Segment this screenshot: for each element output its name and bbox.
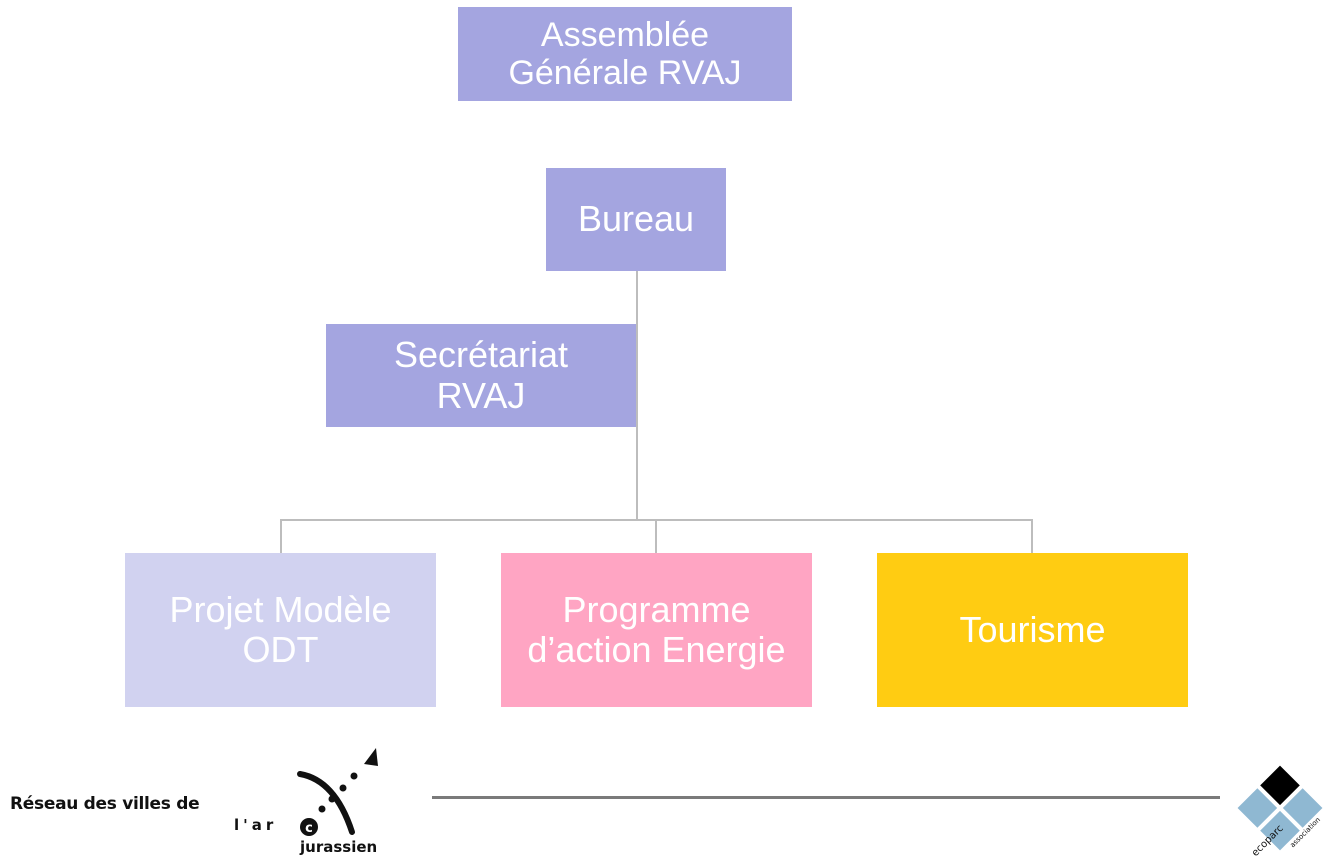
connector-secretariat-branch [636,374,638,376]
node-label: Programme d’action Energie [527,588,786,670]
logo-text-line3: jurassien [300,838,378,856]
node-label: Projet Modèle ODT [169,588,392,670]
node-programme-energie: Programme d’action Energie [501,553,812,707]
arc-logo-letter: c [305,821,313,836]
footer-divider [432,796,1220,799]
node-projet-modele-odt: Projet Modèle ODT [125,553,436,707]
node-bureau: Bureau [546,168,726,271]
connector-drop-tourisme [1031,519,1033,553]
node-secretariat: Secrétariat RVAJ [326,324,636,427]
node-assemblee-generale: Assemblée Générale RVAJ [458,7,792,101]
node-label: Secrétariat RVAJ [393,334,569,416]
node-label: Bureau [577,198,695,240]
ecoparc-logo-icon: ecoparc association [1237,765,1323,859]
logo-text-line1: Réseau des villes de [10,794,200,814]
connector-drop-odt [280,519,282,553]
connector-bureau-trunk [636,271,638,519]
node-label: Assemblée Générale RVAJ [508,15,742,92]
logo-text-line2: l'ar [234,816,278,834]
arc-logo-icon: c [297,748,378,836]
node-tourisme: Tourisme [877,553,1188,707]
connector-drop-energie [655,519,657,553]
node-label: Tourisme [959,608,1106,650]
